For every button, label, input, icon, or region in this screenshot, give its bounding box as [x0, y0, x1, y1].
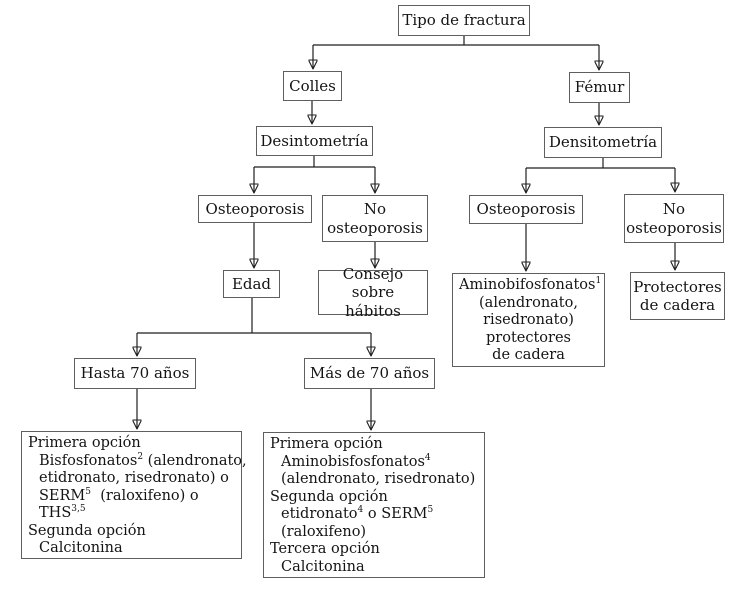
node-femur: Fémur	[569, 72, 630, 103]
node-no-osteoporosis-femur: No osteoporosis	[624, 194, 724, 243]
connector-desintometria-split	[254, 156, 375, 193]
connector-edad-split	[137, 298, 371, 356]
node-protectores-de-cadera: Protectores de cadera	[630, 272, 725, 320]
node-consejo-sobre-habitos: Consejo sobre hábitos	[318, 265, 428, 320]
node-hasta-70-anos: Hasta 70 años	[74, 358, 196, 389]
node-mas-de-70-anos: Más de 70 años	[304, 358, 435, 389]
node-osteoporosis-femur: Osteoporosis	[469, 195, 583, 224]
node-aminobifosfonatos-protectores: Aminobifosfonatos1(alendronato,risedrona…	[452, 273, 605, 367]
node-densitometria: Densitometría	[544, 127, 662, 158]
node-no-osteoporosis-colles: No osteoporosis	[322, 195, 428, 242]
node-edad: Edad	[223, 270, 280, 298]
node-osteoporosis-colles: Osteoporosis	[198, 195, 312, 223]
node-colles: Colles	[283, 71, 342, 101]
connector-densitometria-split	[526, 158, 675, 193]
connector-tipo-split	[313, 36, 599, 70]
node-tipo-de-fractura: Tipo de fractura	[398, 5, 530, 36]
node-desintometria: Desintometría	[256, 126, 373, 156]
